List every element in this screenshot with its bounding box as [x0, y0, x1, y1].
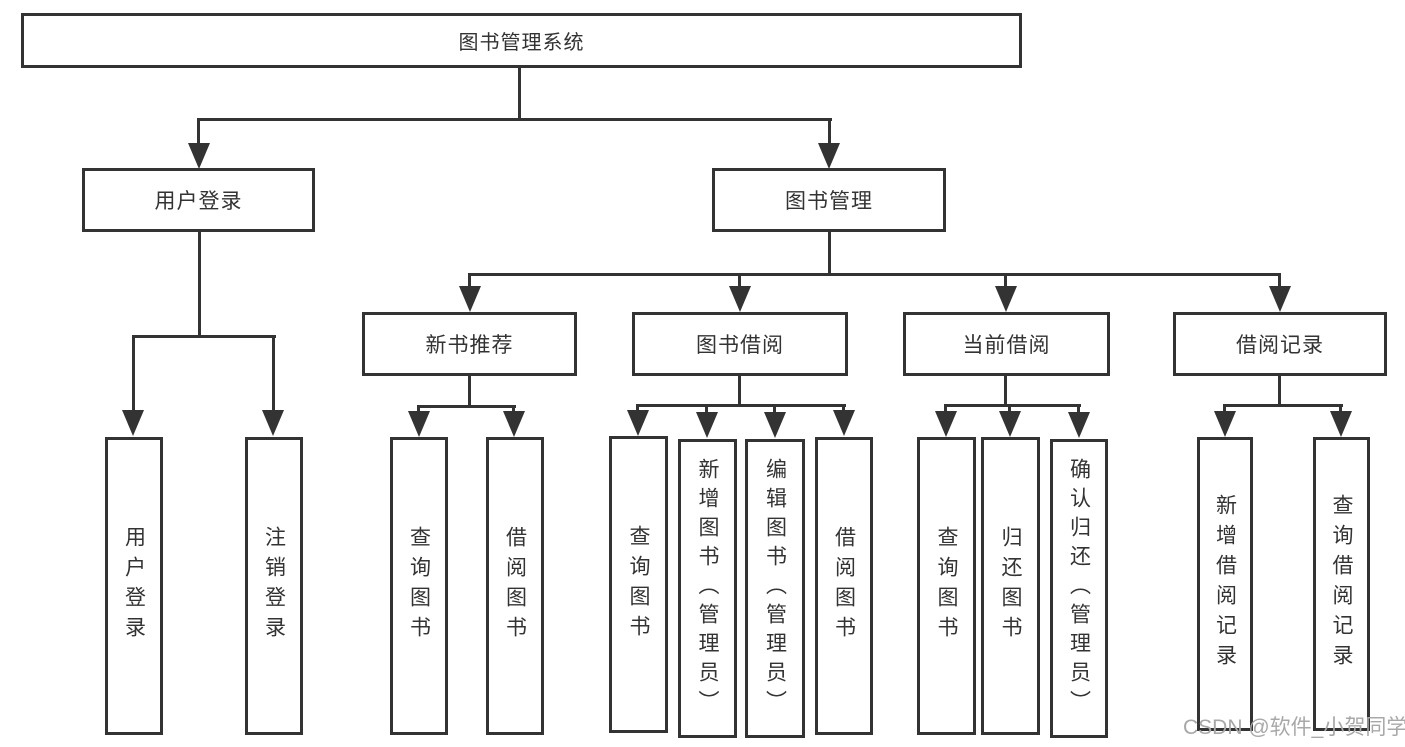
- connector-line: [132, 335, 276, 338]
- arrow-down-icon: [122, 410, 144, 436]
- connector-line: [1278, 376, 1281, 407]
- leaf-edit-books-admin: 编辑图书（管理员）: [745, 439, 805, 738]
- connector-line: [197, 118, 200, 150]
- connector-line: [1077, 404, 1080, 418]
- arrow-down-icon: [999, 411, 1021, 437]
- arrow-down-icon: [696, 412, 718, 438]
- connector-line: [417, 405, 516, 408]
- connector-line: [636, 404, 846, 407]
- node-current-borrow: 当前借阅: [903, 312, 1110, 376]
- leaf-return-books: 归还图书: [981, 437, 1040, 735]
- connector-line: [944, 404, 1081, 407]
- connector-line: [272, 335, 275, 415]
- arrow-down-icon: [935, 411, 957, 437]
- connector-line: [132, 335, 135, 415]
- connector-line: [1278, 273, 1281, 293]
- leaf-query-books-1: 查询图书: [390, 437, 448, 735]
- arrow-down-icon: [833, 410, 855, 436]
- arrow-down-icon: [459, 286, 481, 312]
- arrow-down-icon: [995, 286, 1017, 312]
- connector-line: [773, 404, 776, 418]
- connector-line: [1004, 273, 1007, 293]
- leaf-add-borrow-record: 新增借阅记录: [1197, 437, 1253, 731]
- connector-line: [1004, 376, 1007, 407]
- leaf-user-login: 用户登录: [105, 437, 163, 735]
- watermark: CSDN @软件_小贺同学: [1183, 716, 1405, 739]
- connector-line: [738, 376, 741, 407]
- arrow-down-icon: [1214, 411, 1236, 437]
- arrow-down-icon: [627, 410, 649, 436]
- arrow-down-icon: [1269, 286, 1291, 312]
- arrow-down-icon: [764, 412, 786, 438]
- leaf-confirm-return-admin: 确认归还（管理员）: [1050, 439, 1108, 738]
- connector-line: [1223, 404, 1343, 407]
- connector-line: [828, 118, 831, 150]
- leaf-borrow-books-2: 借阅图书: [815, 437, 873, 735]
- arrow-down-icon: [503, 411, 525, 437]
- connector-line: [828, 232, 831, 276]
- connector-line: [738, 273, 741, 293]
- leaf-query-books-3: 查询图书: [917, 437, 976, 735]
- arrow-down-icon: [188, 143, 210, 169]
- connector-line: [198, 232, 201, 338]
- node-library-system: 图书管理系统: [21, 13, 1022, 68]
- connector-line: [468, 273, 1281, 276]
- node-new-book-recommend: 新书推荐: [362, 312, 577, 376]
- arrow-down-icon: [1330, 411, 1352, 437]
- connector-line: [705, 404, 708, 418]
- node-book-management: 图书管理: [712, 168, 946, 232]
- leaf-add-books-admin: 新增图书（管理员）: [678, 439, 737, 738]
- connector-line: [468, 273, 471, 293]
- node-book-borrow: 图书借阅: [632, 312, 848, 376]
- arrow-down-icon: [818, 143, 840, 169]
- arrow-down-icon: [262, 410, 284, 436]
- node-borrow-records: 借阅记录: [1173, 312, 1387, 376]
- connector-line: [197, 118, 832, 121]
- arrow-down-icon: [729, 286, 751, 312]
- node-user-login: 用户登录: [82, 168, 315, 232]
- arrow-down-icon: [408, 411, 430, 437]
- leaf-query-borrow-record: 查询借阅记录: [1313, 437, 1370, 731]
- arrow-down-icon: [1068, 412, 1090, 438]
- leaf-borrow-books-1: 借阅图书: [486, 437, 544, 735]
- leaf-query-books-2: 查询图书: [609, 436, 668, 733]
- leaf-logout: 注销登录: [245, 437, 303, 735]
- connector-line: [518, 68, 521, 121]
- connector-line: [468, 376, 471, 408]
